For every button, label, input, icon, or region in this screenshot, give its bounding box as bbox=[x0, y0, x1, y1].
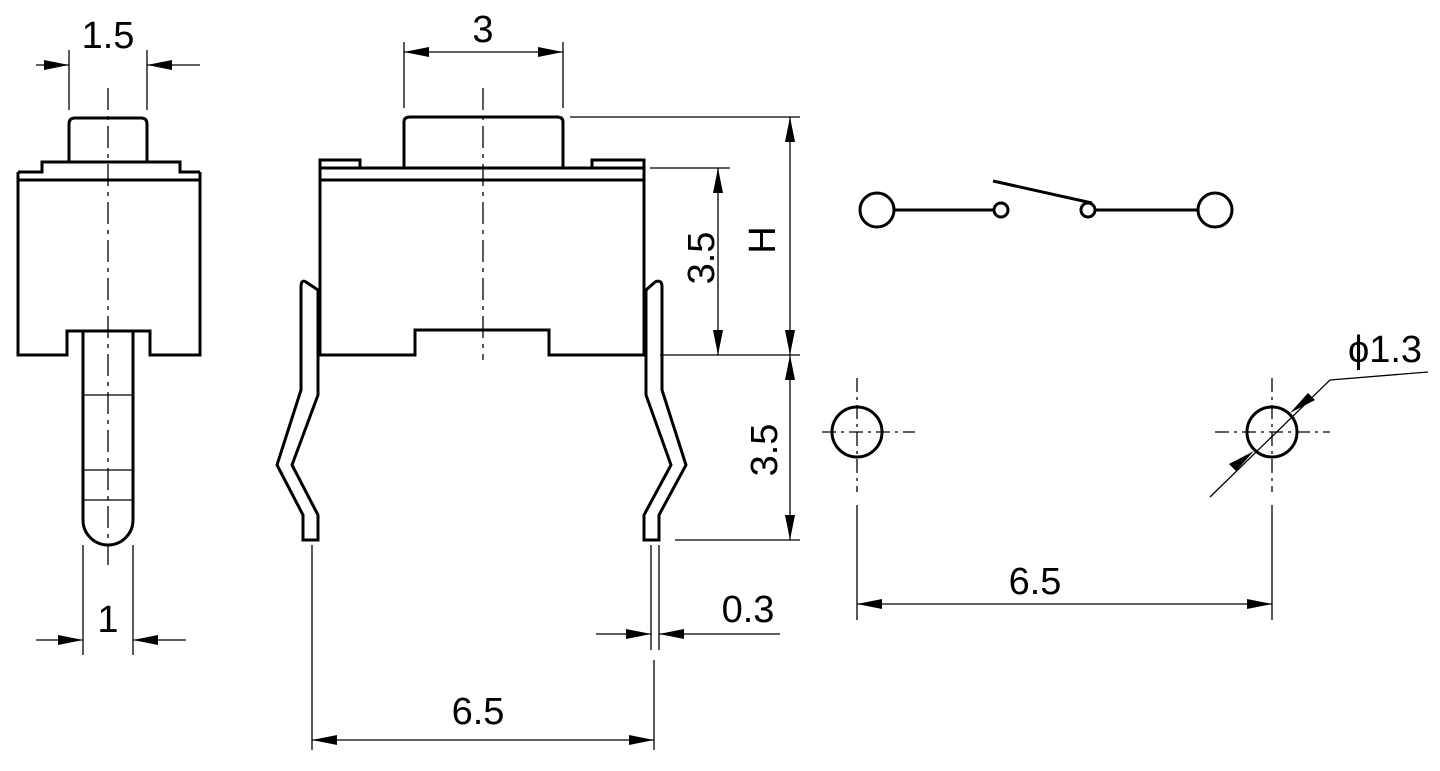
side-view: 1.5 1 bbox=[16, 15, 202, 655]
dim-plunger-top-width: 3 bbox=[472, 9, 493, 51]
dim-body-height: 3.5 bbox=[681, 232, 723, 285]
front-view: 3 3.5 H 3.5 0.3 6.5 bbox=[275, 9, 800, 750]
dim-pin-thickness: 1 bbox=[97, 599, 118, 641]
dim-hole-diameter: ϕ1.3 bbox=[1348, 329, 1422, 371]
dim-pin-spacing-footprint: 6.5 bbox=[1009, 561, 1062, 603]
dim-overall-height: H bbox=[742, 226, 784, 253]
dim-pin-spacing-side: 6.5 bbox=[452, 691, 505, 733]
dim-pin-width: 0.3 bbox=[722, 589, 775, 631]
switch-schematic-symbol bbox=[858, 179, 1234, 229]
dim-plunger-width: 1.5 bbox=[82, 15, 135, 57]
dim-pin-length: 3.5 bbox=[744, 424, 786, 477]
pcb-footprint: ϕ1.3 6.5 bbox=[822, 329, 1429, 620]
